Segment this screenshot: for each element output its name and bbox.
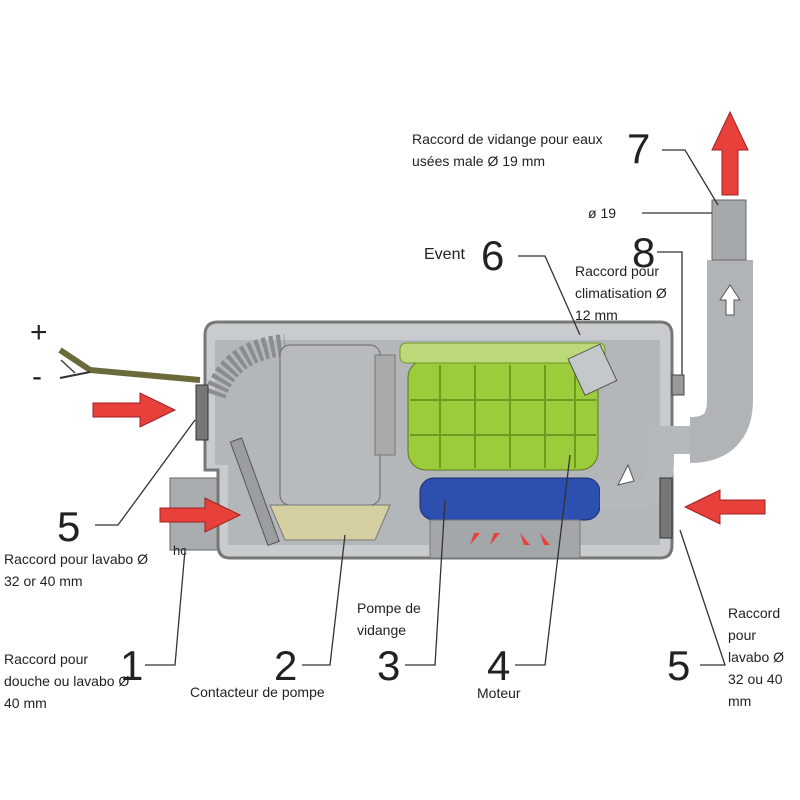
callout-3: 3 [377, 642, 401, 689]
outlet-elbow [600, 426, 690, 509]
label-8: Raccord pour climatisation Ø 12 mm [575, 263, 667, 323]
power-cable [58, 347, 201, 383]
label-6: Event [424, 246, 465, 263]
inlet-arrow-right [683, 489, 766, 525]
label-5-right: Raccord pour lavabo Ø 32 ou 40 mm [728, 605, 785, 709]
label-4: Moteur [477, 685, 521, 701]
outlet-nozzle [711, 199, 747, 261]
intake-arrows [470, 533, 550, 545]
callout-4: 4 [487, 642, 511, 689]
inlet-arrow-left-bottom [159, 497, 242, 533]
outlet-arrow [711, 110, 749, 196]
callout-7: 7 [627, 125, 651, 172]
plus-sign: + [30, 316, 48, 349]
callout-5-left: 5 [57, 503, 81, 550]
callout-8: 8 [632, 229, 656, 276]
inlet-arrow-left-top [92, 392, 177, 428]
minus-sign: - [32, 360, 42, 393]
label-5-left: Raccord pour lavabo Ø 32 or 40 mm [4, 551, 148, 589]
callout-5-right: 5 [667, 642, 691, 689]
callout-1: 1 [120, 642, 144, 689]
label-2: Contacteur de pompe [190, 684, 325, 700]
pump-body [419, 477, 601, 521]
label-7: Raccord de vidange pour eaux usées male … [412, 131, 603, 169]
callout-2: 2 [274, 642, 298, 689]
label-3: Pompe de vidange [357, 600, 421, 638]
motor-filter [407, 359, 599, 471]
contactor-cylinder [279, 344, 381, 506]
stray-text: hc [173, 543, 187, 558]
label-1: Raccord pour douche ou lavabo Ø 40 mm [4, 651, 130, 711]
float-base [269, 504, 391, 541]
vertical-outlet-pipe [688, 260, 753, 463]
callout-6: 6 [481, 232, 505, 279]
diameter-19: ø 19 [588, 205, 617, 221]
